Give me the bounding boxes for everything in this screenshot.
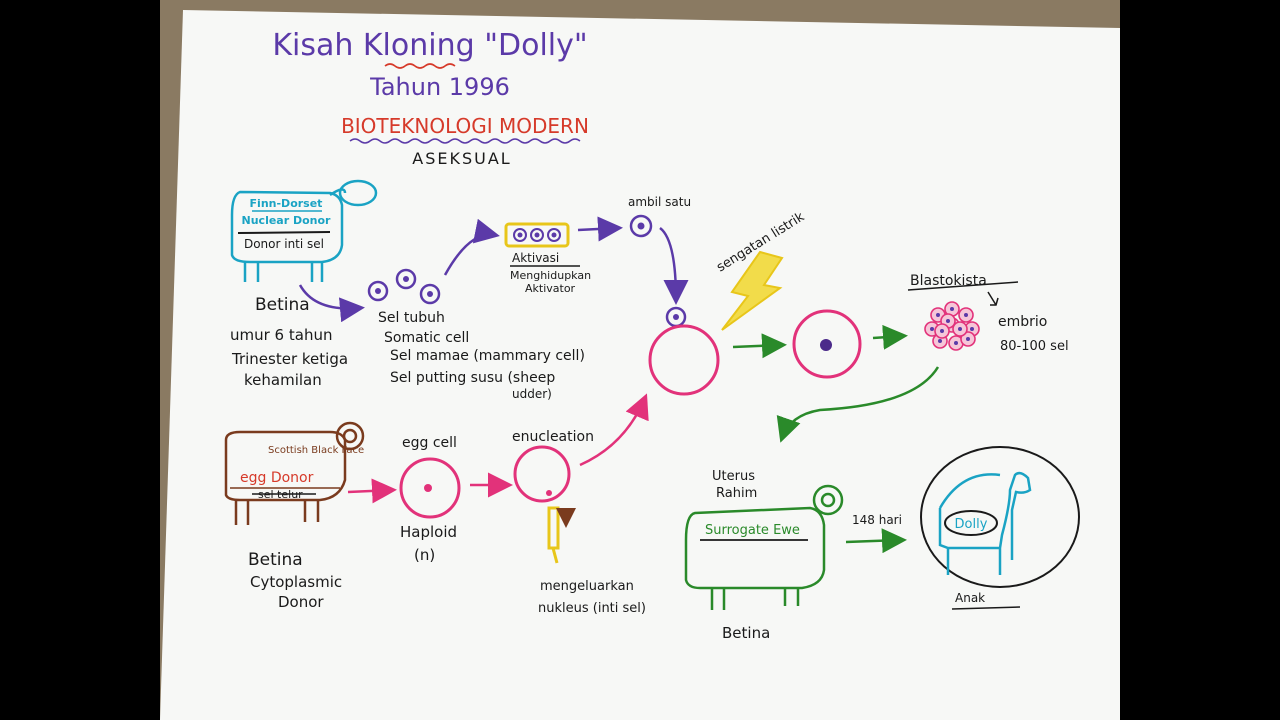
egg-donor-body xyxy=(224,430,347,502)
blastocyst-nucleus xyxy=(958,327,962,331)
activation-line-3: Aktivator xyxy=(525,282,576,295)
nuclear-donor-legs xyxy=(243,262,324,282)
somatic-cells xyxy=(367,268,441,305)
surrogate-legs xyxy=(710,588,800,610)
enucleation-label: enucleation xyxy=(512,429,594,445)
arrow-blastocyst-to-surrogate xyxy=(776,366,940,443)
title-modern-underline xyxy=(349,138,581,144)
nuclear-donor-stage-2: kehamilan xyxy=(244,371,322,389)
blastocyst-nucleus xyxy=(938,339,942,343)
arrow-donor-to-somatic xyxy=(298,284,365,323)
arrow-somatic-to-activation xyxy=(443,218,500,276)
title-underline xyxy=(384,63,456,69)
fused-egg-cell xyxy=(648,324,720,396)
blastocyst-nucleus xyxy=(964,313,968,317)
blastocyst-nucleus xyxy=(966,337,970,341)
nuclear-donor-sex: Betina xyxy=(255,295,310,315)
egg-donor-head xyxy=(335,421,365,451)
surrogate-uterus-1: Uterus xyxy=(712,469,755,484)
nuclear-donor-source: Donor inti sel xyxy=(244,237,324,251)
blastocyst-nucleus xyxy=(970,327,974,331)
activation-label: Aktivasi xyxy=(512,251,559,265)
surrogate-head xyxy=(812,484,844,516)
blastocyst-nucleus xyxy=(950,307,954,311)
somatic-line-1: Sel tubuh xyxy=(378,310,445,326)
egg-donor-sheep xyxy=(224,421,365,525)
nuclear-donor-sheep xyxy=(230,179,378,282)
enucleated-egg xyxy=(513,445,571,503)
dolly-caption: Anak xyxy=(955,591,985,605)
enucleation-remove-2: nukleus (inti sel) xyxy=(538,601,646,616)
nuclear-donor-breed: Finn-Dorset xyxy=(250,197,323,210)
surrogate-sex: Betina xyxy=(722,624,770,642)
embryo-cell-count: 80-100 sel xyxy=(1000,339,1069,354)
blastocyst-nucleus xyxy=(954,341,958,345)
title-main: Kisah Kloning "Dolly" xyxy=(272,28,587,63)
surrogate-uterus-2: Rahim xyxy=(716,486,757,501)
embryo-label: embrio xyxy=(998,314,1047,330)
micropipette-icon xyxy=(547,506,576,564)
surrogate-role: Surrogate Ewe xyxy=(705,523,800,538)
gestation-days: 148 hari xyxy=(852,513,902,527)
egg-donor-type-2: Donor xyxy=(278,593,324,611)
somatic-line-5: udder) xyxy=(512,387,552,401)
dolly-circle xyxy=(920,446,1080,588)
blastocyst-nucleus xyxy=(946,319,950,323)
egg-donor-breed: Scottish Black Face xyxy=(268,445,364,456)
letterbox-right xyxy=(1120,0,1280,720)
nuclear-donor-head xyxy=(338,179,378,207)
surrogate-body xyxy=(684,506,826,590)
egg-cell-haploid: Haploid xyxy=(400,523,457,541)
egg-donor-type-1: Cytoplasmic xyxy=(250,573,342,591)
arrow-donor-to-egg xyxy=(347,478,397,504)
egg-donor-legs xyxy=(234,500,320,525)
paper-sheet xyxy=(160,10,1120,720)
lightning-bolt-icon xyxy=(721,250,784,331)
title-asexual: ASEKSUAL xyxy=(412,149,511,168)
zygote-cell xyxy=(792,309,862,379)
egg-cell xyxy=(399,457,461,519)
activation-dish xyxy=(504,222,570,248)
blastocyst-cluster xyxy=(924,301,980,351)
enucleation-remove-1: mengeluarkan xyxy=(540,579,634,594)
egg-donor-role: egg Donor xyxy=(240,470,314,486)
blastocyst-nucleus xyxy=(936,313,940,317)
activation-line-2: Menghidupkan xyxy=(510,269,591,282)
nuclear-donor-age: umur 6 tahun xyxy=(230,326,332,344)
egg-cell-n: (n) xyxy=(414,546,435,564)
egg-cell-label: egg cell xyxy=(402,435,457,451)
egg-donor-sex: Betina xyxy=(248,550,303,570)
title-modern-biotech: BIOTEKNOLOGI MODERN xyxy=(341,114,589,138)
somatic-line-3: Sel mamae (mammary cell) xyxy=(390,348,585,364)
arrow-activation-to-single xyxy=(577,216,623,242)
nuclear-donor-role: Nuclear Donor xyxy=(242,214,332,227)
arrow-zygote-to-blastocyst xyxy=(872,324,908,350)
dolly-name: Dolly xyxy=(955,517,988,532)
somatic-line-2: Somatic cell xyxy=(384,330,469,346)
somatic-line-4: Sel putting susu (sheep xyxy=(390,370,555,386)
arrow-surrogate-to-dolly xyxy=(845,528,907,554)
blastocyst-nucleus xyxy=(940,329,944,333)
arrow-single-to-fusion xyxy=(659,227,689,305)
arrow-enucleated-to-fusion xyxy=(579,393,649,467)
take-one-label: ambil satu xyxy=(628,195,691,209)
nuclear-donor-stage-1: Trinester ketiga xyxy=(231,350,348,368)
surrogate-ewe xyxy=(684,484,844,610)
single-somatic-cell xyxy=(629,214,653,238)
dolly-name-oval xyxy=(944,510,998,536)
title-block: Kisah Kloning "Dolly" Tahun 1996 BIOTEKN… xyxy=(272,28,589,168)
letterbox-left xyxy=(0,0,160,720)
blastocyst-nucleus xyxy=(930,327,934,331)
arrow-fused-to-zygote xyxy=(732,333,787,359)
dolly-lamb xyxy=(938,471,1032,575)
title-year: Tahun 1996 xyxy=(369,73,510,101)
